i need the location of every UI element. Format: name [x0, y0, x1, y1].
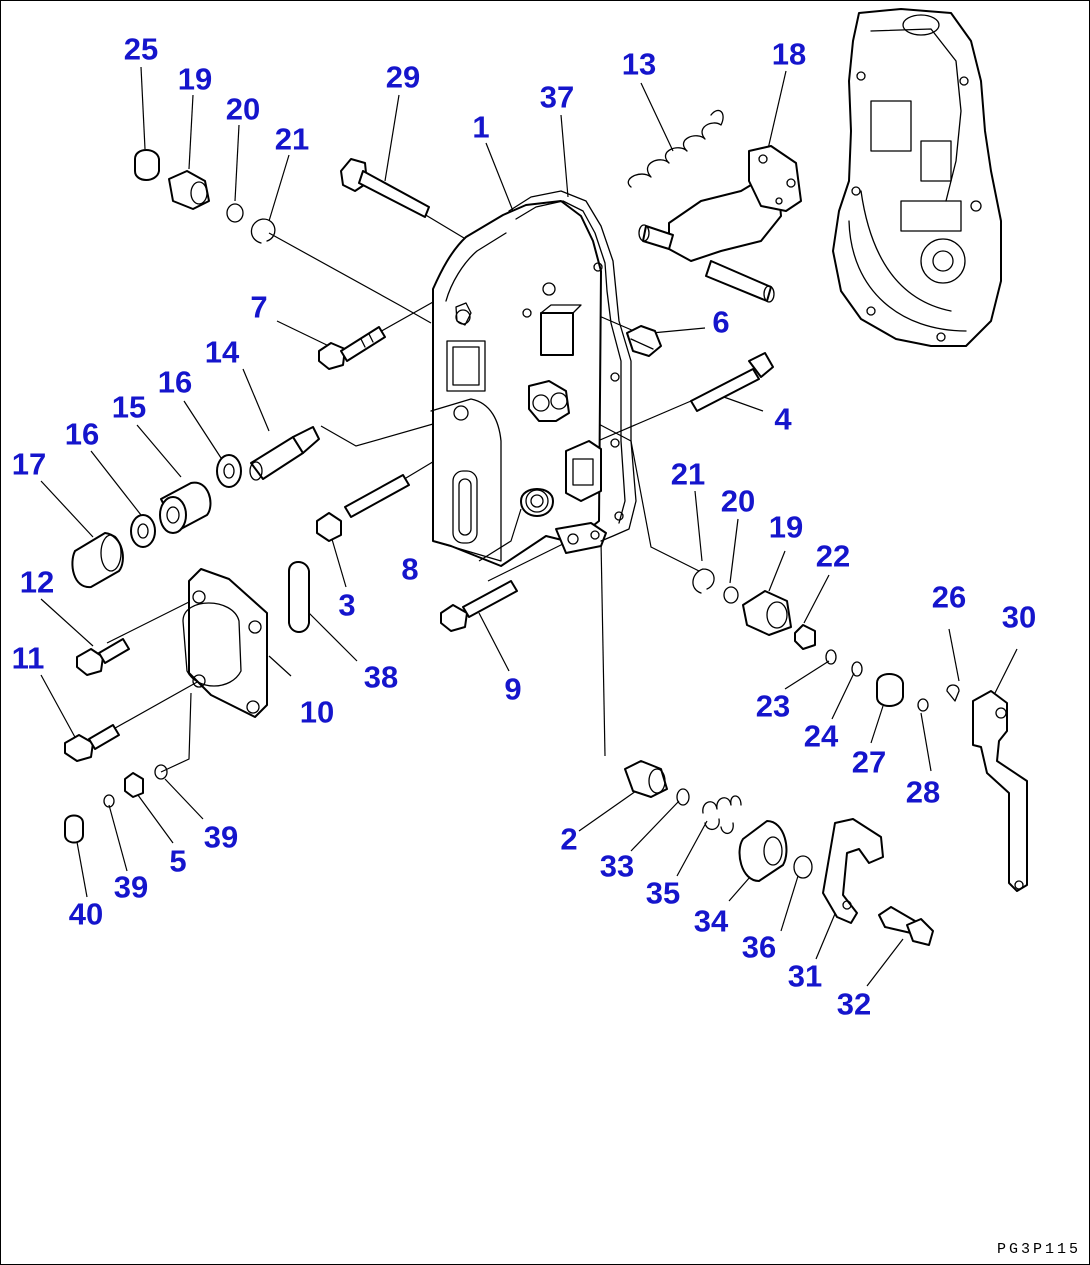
callout-28: 28	[905, 774, 941, 810]
right-middle-small-parts	[692, 568, 816, 650]
callout-14: 14	[204, 334, 240, 370]
callout-11: 11	[11, 640, 45, 676]
callout-30: 30	[1001, 599, 1037, 635]
washer-36	[793, 855, 813, 879]
callout-3: 3	[338, 587, 356, 623]
gasket-outline-inner	[515, 200, 626, 524]
adjust-screw-14	[249, 426, 320, 481]
governor-lever	[638, 145, 802, 303]
callout-37: 37	[539, 79, 575, 115]
callout-36: 36	[741, 929, 777, 965]
callout-31: 31	[787, 958, 823, 994]
callout-2: 2	[560, 821, 578, 857]
callout-22: 22	[815, 538, 851, 574]
callout-19: 19	[177, 61, 213, 97]
callout-6: 6	[712, 304, 730, 340]
callout-15: 15	[111, 389, 147, 425]
spring-35	[702, 795, 742, 834]
callout-16: 16	[64, 416, 100, 452]
bracket-31	[822, 818, 884, 924]
callout-27: 27	[851, 744, 887, 780]
bolt-9	[440, 580, 518, 632]
callout-21: 21	[670, 456, 706, 492]
callout-18: 18	[771, 36, 807, 72]
callout-32: 32	[836, 986, 872, 1022]
callout-25: 25	[123, 31, 159, 67]
governor-housing	[430, 200, 607, 567]
housing-detail-line	[478, 508, 522, 562]
gasket-outline	[508, 190, 637, 542]
callout-34: 34	[693, 903, 729, 939]
bolt-32	[878, 906, 934, 946]
lever-30	[972, 690, 1028, 892]
callout-13: 13	[621, 46, 657, 82]
linkage-small-parts	[825, 649, 960, 712]
callout-40: 40	[68, 896, 104, 932]
callout-7: 7	[250, 289, 268, 325]
callout-10: 10	[299, 694, 335, 730]
rear-case	[832, 8, 1002, 347]
callout-8: 8	[401, 551, 419, 587]
callout-21: 21	[274, 121, 310, 157]
callout-9: 9	[504, 671, 522, 707]
left-washer-stack	[71, 454, 242, 589]
stud-8	[344, 474, 410, 518]
callout-20: 20	[720, 483, 756, 519]
callout-26: 26	[931, 579, 967, 615]
callout-38: 38	[363, 659, 399, 695]
bolt-12	[76, 638, 130, 676]
callout-17: 17	[11, 446, 47, 482]
callout-19: 19	[768, 509, 804, 545]
callout-35: 35	[645, 875, 681, 911]
callout-20: 20	[225, 91, 261, 127]
callout-12: 12	[19, 564, 55, 600]
bottom-left-small-parts	[64, 764, 168, 844]
o-ring-33	[676, 788, 690, 806]
callout-33: 33	[599, 848, 635, 884]
callout-39: 39	[203, 819, 239, 855]
governor-spring	[627, 109, 724, 188]
cover-10	[182, 568, 268, 718]
callout-4: 4	[774, 401, 792, 437]
bolt-11	[64, 724, 120, 762]
callout-1: 1	[472, 109, 490, 145]
page-code: PG3P115	[996, 1241, 1081, 1258]
bolt-7	[318, 326, 386, 370]
callout-5: 5	[169, 843, 187, 879]
callout-29: 29	[385, 59, 421, 95]
plug-6	[626, 325, 662, 357]
callout-16: 16	[157, 364, 193, 400]
plug-2	[624, 760, 668, 798]
gasket-38	[288, 561, 310, 633]
callout-23: 23	[755, 688, 791, 724]
nut-3	[316, 512, 342, 542]
long-bolt-29	[340, 158, 430, 218]
callout-39: 39	[113, 869, 149, 905]
roller-34	[738, 820, 788, 882]
bolt-4	[690, 352, 774, 412]
callout-24: 24	[803, 718, 839, 754]
top-left-small-parts	[134, 149, 276, 244]
